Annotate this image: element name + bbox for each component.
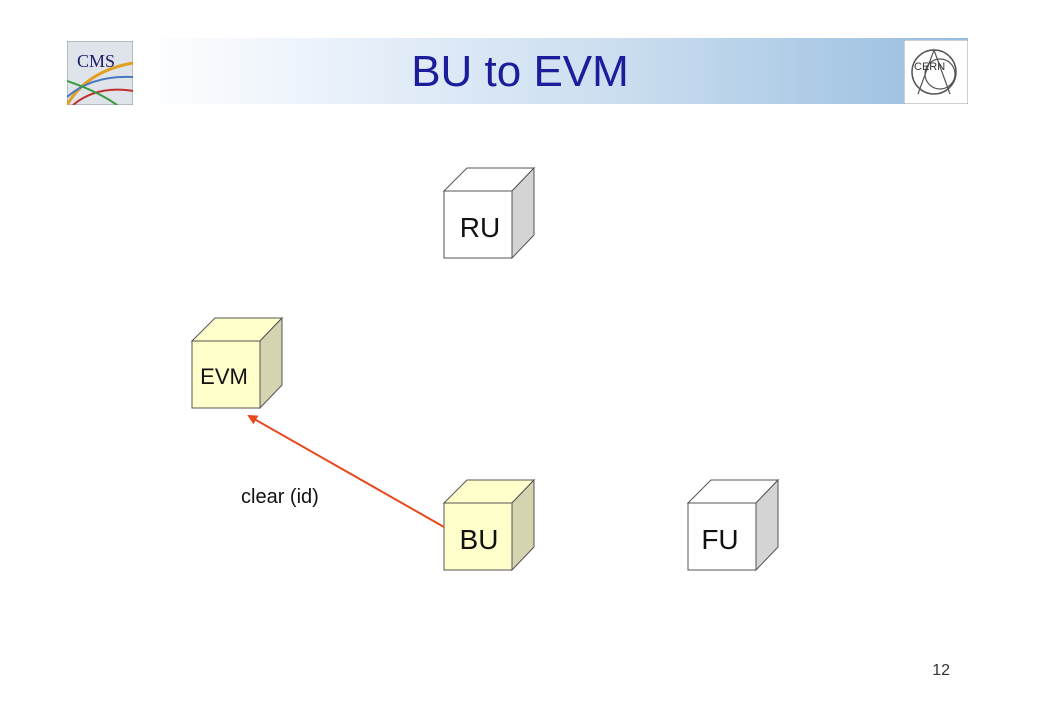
node-fu-label: FU — [701, 524, 738, 555]
node-bu-front — [443, 502, 513, 571]
node-ru: RU — [442, 166, 536, 260]
node-evm-front — [191, 340, 261, 409]
node-bu: BU — [442, 478, 536, 572]
cern-logo: CERN — [904, 40, 968, 104]
node-fu-front — [687, 502, 757, 571]
cms-logo: CMS — [67, 41, 133, 105]
edge-bu-evm — [247, 415, 445, 528]
svg-text:CERN: CERN — [914, 61, 945, 73]
title-bar — [140, 38, 968, 104]
node-ru-label: RU — [460, 212, 500, 243]
node-ru-front — [443, 190, 513, 259]
edge-bu-evm-label: clear (id) — [241, 486, 319, 508]
node-evm-label: EVM — [200, 364, 248, 389]
slide-title: BU to EVM — [411, 47, 629, 96]
node-bu-label: BU — [460, 524, 499, 555]
page-number: 12 — [932, 662, 950, 679]
node-evm: EVM — [190, 316, 284, 410]
node-fu: FU — [686, 478, 780, 572]
svg-text:CMS: CMS — [77, 51, 115, 71]
